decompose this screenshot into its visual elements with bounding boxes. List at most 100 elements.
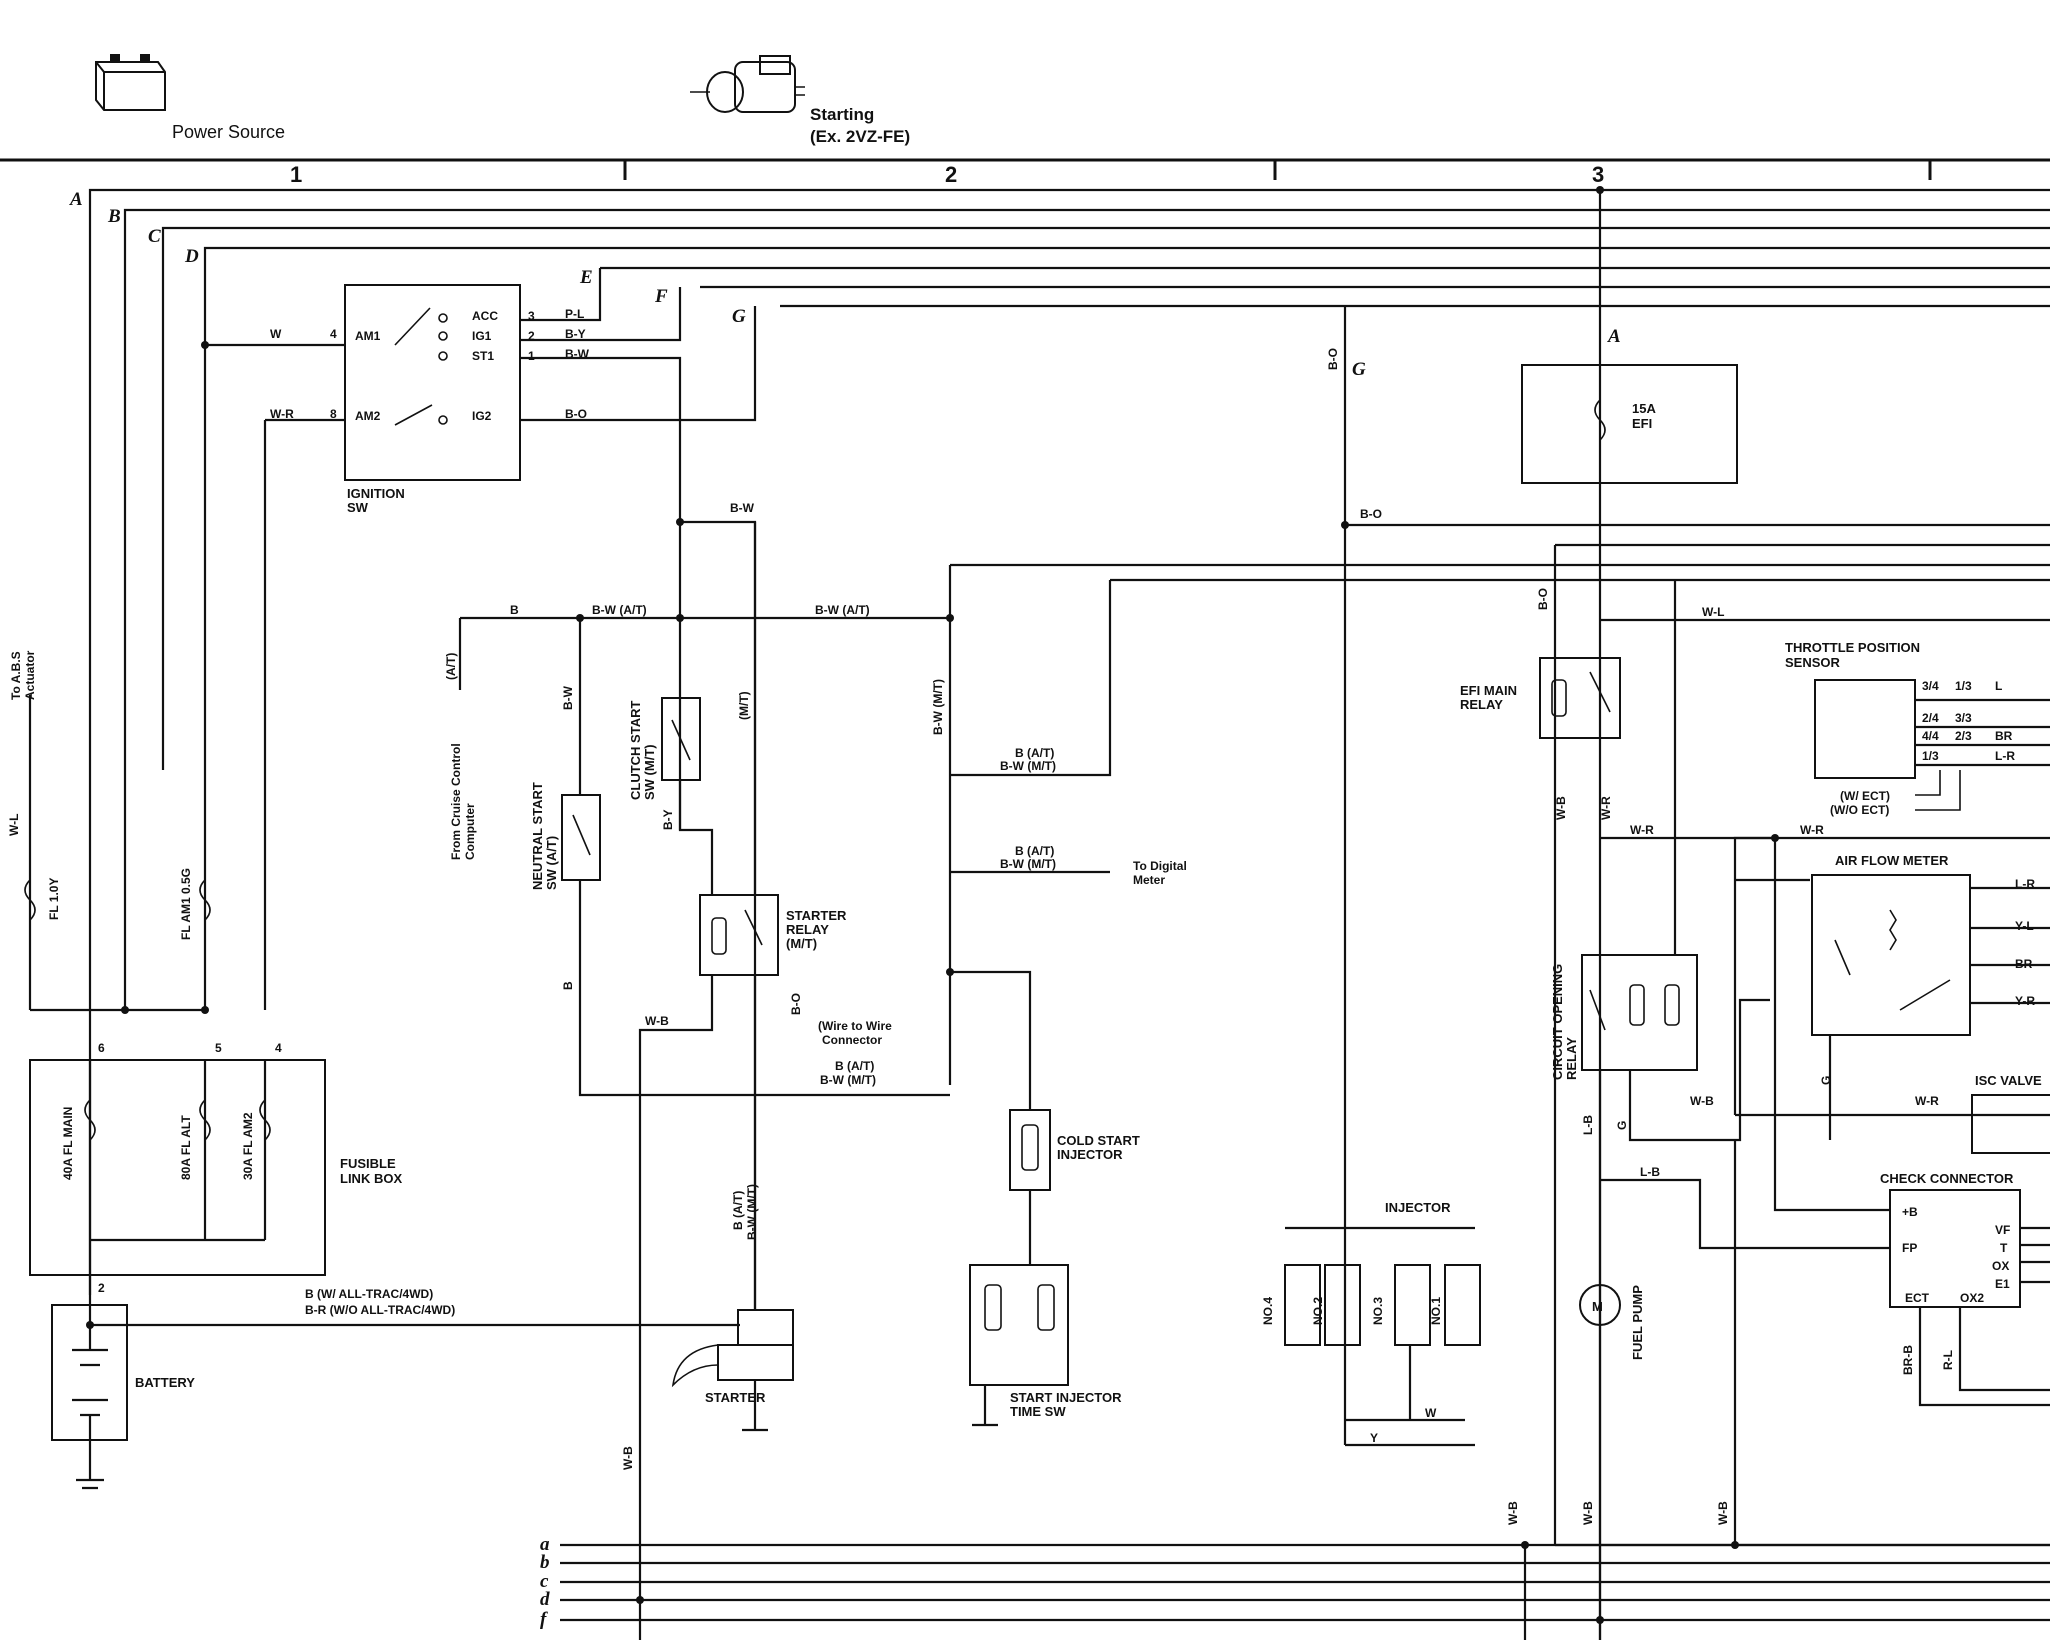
wire-l-tps: L xyxy=(1995,679,2002,693)
wire-wb-riser: W-B xyxy=(621,1446,635,1470)
start-injector-time-switch xyxy=(969,1264,1069,1386)
tps-woect: (W/O ECT) xyxy=(1830,803,1889,817)
tps-row-5: 4/4 xyxy=(1922,729,1939,743)
cruise-label-1: From Cruise Control xyxy=(449,743,463,860)
tps-row-6: 2/3 xyxy=(1955,729,1972,743)
efi-fuse-label-2: EFI xyxy=(1632,416,1652,431)
cruise-label-2: Computer xyxy=(463,803,477,860)
starting-subtitle: (Ex. 2VZ-FE) xyxy=(810,127,910,146)
wire-bat-st: B (A/T) xyxy=(731,1191,745,1230)
ignition-switch-label-2: SW xyxy=(347,500,369,515)
isc-valve xyxy=(1971,1094,2050,1154)
check-connector-label: CHECK CONNECTOR xyxy=(1880,1171,2014,1186)
fusible-link-box-label-1: FUSIBLE xyxy=(340,1156,396,1171)
wire-w-am1: W xyxy=(270,327,282,341)
column-number-1: 1 xyxy=(290,162,302,187)
wire-mt-vert: (M/T) xyxy=(737,691,751,720)
efi-fuse-label-1: 15A xyxy=(1632,401,1656,416)
wire-lb-1: L-B xyxy=(1581,1115,1595,1135)
check-connector xyxy=(1889,1189,2021,1308)
circuit-opening-relay xyxy=(1581,954,1698,1071)
wire-wr-afm: W-R xyxy=(1800,823,1824,837)
terminal-ig2: IG2 xyxy=(472,409,492,423)
pin-2: 2 xyxy=(528,329,535,343)
bus-label-E: E xyxy=(579,267,593,288)
starter-motor xyxy=(737,1309,794,1346)
pin-3: 3 xyxy=(528,309,535,323)
injector-no3: NO.3 xyxy=(1371,1297,1385,1325)
fuse-fl-alt: 80A FL ALT xyxy=(179,1115,193,1180)
neutral-start-label-2: SW (A/T) xyxy=(544,836,559,890)
starting-title: Starting xyxy=(810,105,874,124)
starter-relay-label-1: STARTER xyxy=(786,908,847,923)
wire-at-cruise: (A/T) xyxy=(444,653,458,680)
ignition-switch-label-1: IGNITION xyxy=(347,486,405,501)
wire-br-notrac: B-R (W/O ALL-TRAC/4WD) xyxy=(305,1303,455,1317)
sitsw-label-2: TIME SW xyxy=(1010,1404,1066,1419)
wire-wb-sr: W-B xyxy=(645,1014,669,1028)
injector-no1: NO.1 xyxy=(1429,1297,1443,1325)
wire-wb-isc: W-B xyxy=(1690,1094,1714,1108)
wire-bwmt-st: B-W (M/T) xyxy=(745,1184,759,1240)
bus-label-a: a xyxy=(540,1534,550,1555)
efi-fuse-box xyxy=(1521,364,1738,484)
abs-actuator-label-2: Actuator xyxy=(23,650,37,700)
wire-by: B-Y xyxy=(565,327,586,341)
sitsw-label-1: START INJECTOR xyxy=(1010,1390,1122,1405)
bus-label-f: f xyxy=(540,1609,548,1630)
wire-rl-cc: R-L xyxy=(1941,1350,1955,1370)
power-source-title: Power Source xyxy=(172,122,285,142)
wire-bo-efi: B-O xyxy=(1536,588,1550,610)
wire-wb-gnd3: W-B xyxy=(1716,1501,1730,1525)
wire-wr-cor: W-R xyxy=(1630,823,1654,837)
tps-row-3: 2/4 xyxy=(1922,711,1939,725)
flb-pin-5: 5 xyxy=(215,1041,222,1055)
abs-actuator-label-1: To A.B.S xyxy=(9,651,23,700)
wire-g-afm: G xyxy=(1819,1076,1833,1085)
wire-g-cor: G xyxy=(1615,1121,1629,1130)
wire-bat-upper: B (A/T) xyxy=(1015,746,1054,760)
w2w-label-1: (Wire to Wire xyxy=(818,1019,892,1033)
wire-lb-2: L-B xyxy=(1640,1165,1660,1179)
cor-label-2: RELAY xyxy=(1564,1037,1579,1080)
bus-label-B: B xyxy=(107,206,121,227)
fuse-fl-main: 40A FL MAIN xyxy=(61,1107,75,1180)
bus-label-A2: A xyxy=(1607,326,1621,347)
fusible-link-box xyxy=(29,1059,326,1276)
bus-label-b: b xyxy=(540,1552,550,1573)
wire-bw-col: B-W xyxy=(730,501,755,515)
starter-relay-label-2: RELAY xyxy=(786,922,829,937)
cc-pin-ox: OX xyxy=(1992,1259,2009,1273)
flb-pin-2: 2 xyxy=(98,1281,105,1295)
column-number-2: 2 xyxy=(945,162,957,187)
wire-bwat-1: B-W (A/T) xyxy=(592,603,647,617)
efi-main-relay xyxy=(1539,657,1621,739)
efi-relay-label-2: RELAY xyxy=(1460,697,1503,712)
fl10y-label: FL 1.0Y xyxy=(47,878,61,920)
wire-b-trac: B (W/ ALL-TRAC/4WD) xyxy=(305,1287,433,1301)
w2w-label-2: Connector xyxy=(822,1033,882,1047)
tps-row-1: 3/4 xyxy=(1922,679,1939,693)
starter-relay xyxy=(699,894,779,976)
wire-wl-efi: W-L xyxy=(1702,605,1724,619)
injector-no4: NO.4 xyxy=(1261,1297,1275,1325)
wire-w-inj: W xyxy=(1425,1406,1437,1420)
cold-start-injector xyxy=(1009,1109,1051,1191)
wire-b-nss: B xyxy=(561,981,575,990)
bus-label-F: F xyxy=(654,286,668,307)
wire-yl-afm: Y-L xyxy=(2015,919,2034,933)
bus-label-G: G xyxy=(732,306,746,327)
bus-label-d: d xyxy=(540,1589,550,1610)
starter-label: STARTER xyxy=(705,1390,766,1405)
tps-row-4: 3/3 xyxy=(1955,711,1972,725)
column-number-3: 3 xyxy=(1592,162,1604,187)
wire-y-inj: Y xyxy=(1370,1431,1378,1445)
wire-bat-dm: B (A/T) xyxy=(1015,844,1054,858)
starter-motor-section-icon xyxy=(690,55,805,113)
battery-label: BATTERY xyxy=(135,1375,195,1390)
afm-label: AIR FLOW METER xyxy=(1835,853,1949,868)
wire-pl: P-L xyxy=(565,307,584,321)
fusible-link-box-label-2: LINK BOX xyxy=(340,1171,402,1186)
tps-label-2: SENSOR xyxy=(1785,655,1841,670)
